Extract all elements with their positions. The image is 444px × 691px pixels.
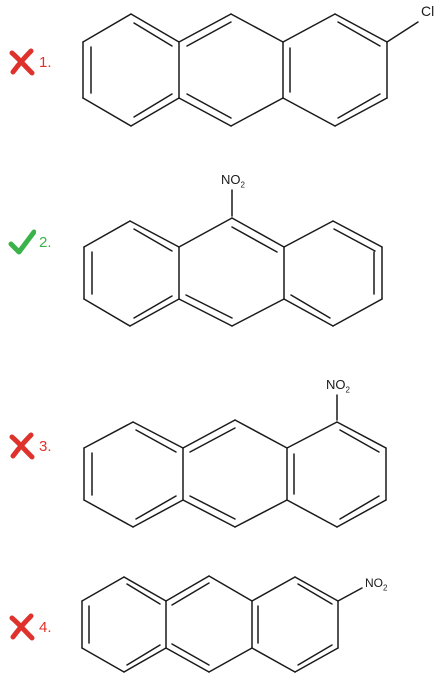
substituent-label: NO2	[365, 576, 388, 593]
option-3[interactable]: 3. NO2	[0, 350, 444, 540]
molecule-9-nitroanthracene	[83, 189, 383, 327]
check-icon	[8, 229, 36, 255]
option-number: 2.	[39, 234, 52, 251]
option-number: 1.	[39, 54, 52, 71]
substituent-label: NO2	[221, 172, 245, 190]
cross-icon	[9, 48, 35, 76]
option-4[interactable]: 4. NO2	[0, 550, 444, 691]
molecule-2-chloroanthracene	[82, 13, 419, 127]
cross-icon	[9, 432, 35, 460]
substituent-label: NO2	[326, 377, 350, 395]
option-number: 4.	[39, 619, 52, 636]
cross-icon	[9, 613, 35, 641]
molecule-2-nitroanthracene	[81, 575, 363, 673]
molecule-1-nitroanthracene	[83, 394, 387, 528]
substituent-label: Cl	[421, 3, 435, 19]
option-number: 3.	[39, 438, 52, 455]
option-1[interactable]: 1. Cl	[0, 0, 444, 140]
option-2[interactable]: 2. NO2	[0, 150, 444, 340]
